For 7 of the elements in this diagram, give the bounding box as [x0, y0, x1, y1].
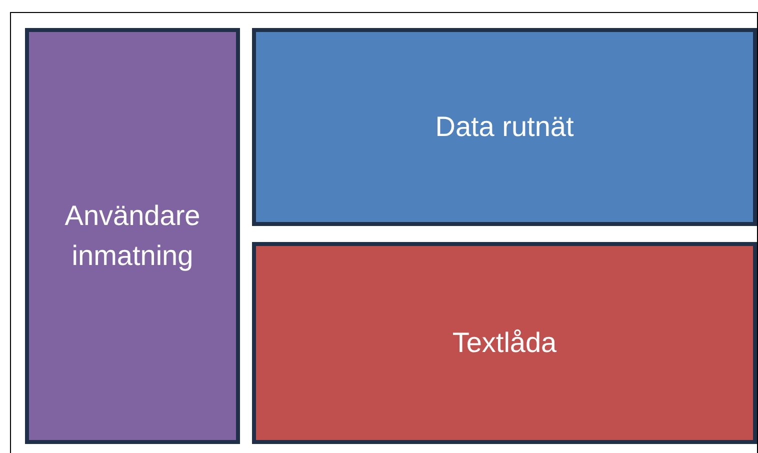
frame-box — [10, 12, 758, 453]
input-panel — [25, 28, 240, 444]
panel-label: Textlåda — [452, 326, 557, 360]
panel-label: Data rutnät — [435, 110, 574, 144]
grid-panel — [252, 28, 757, 226]
panel-label: Användare inmatning — [64, 199, 202, 273]
textbox-panel — [252, 242, 757, 444]
